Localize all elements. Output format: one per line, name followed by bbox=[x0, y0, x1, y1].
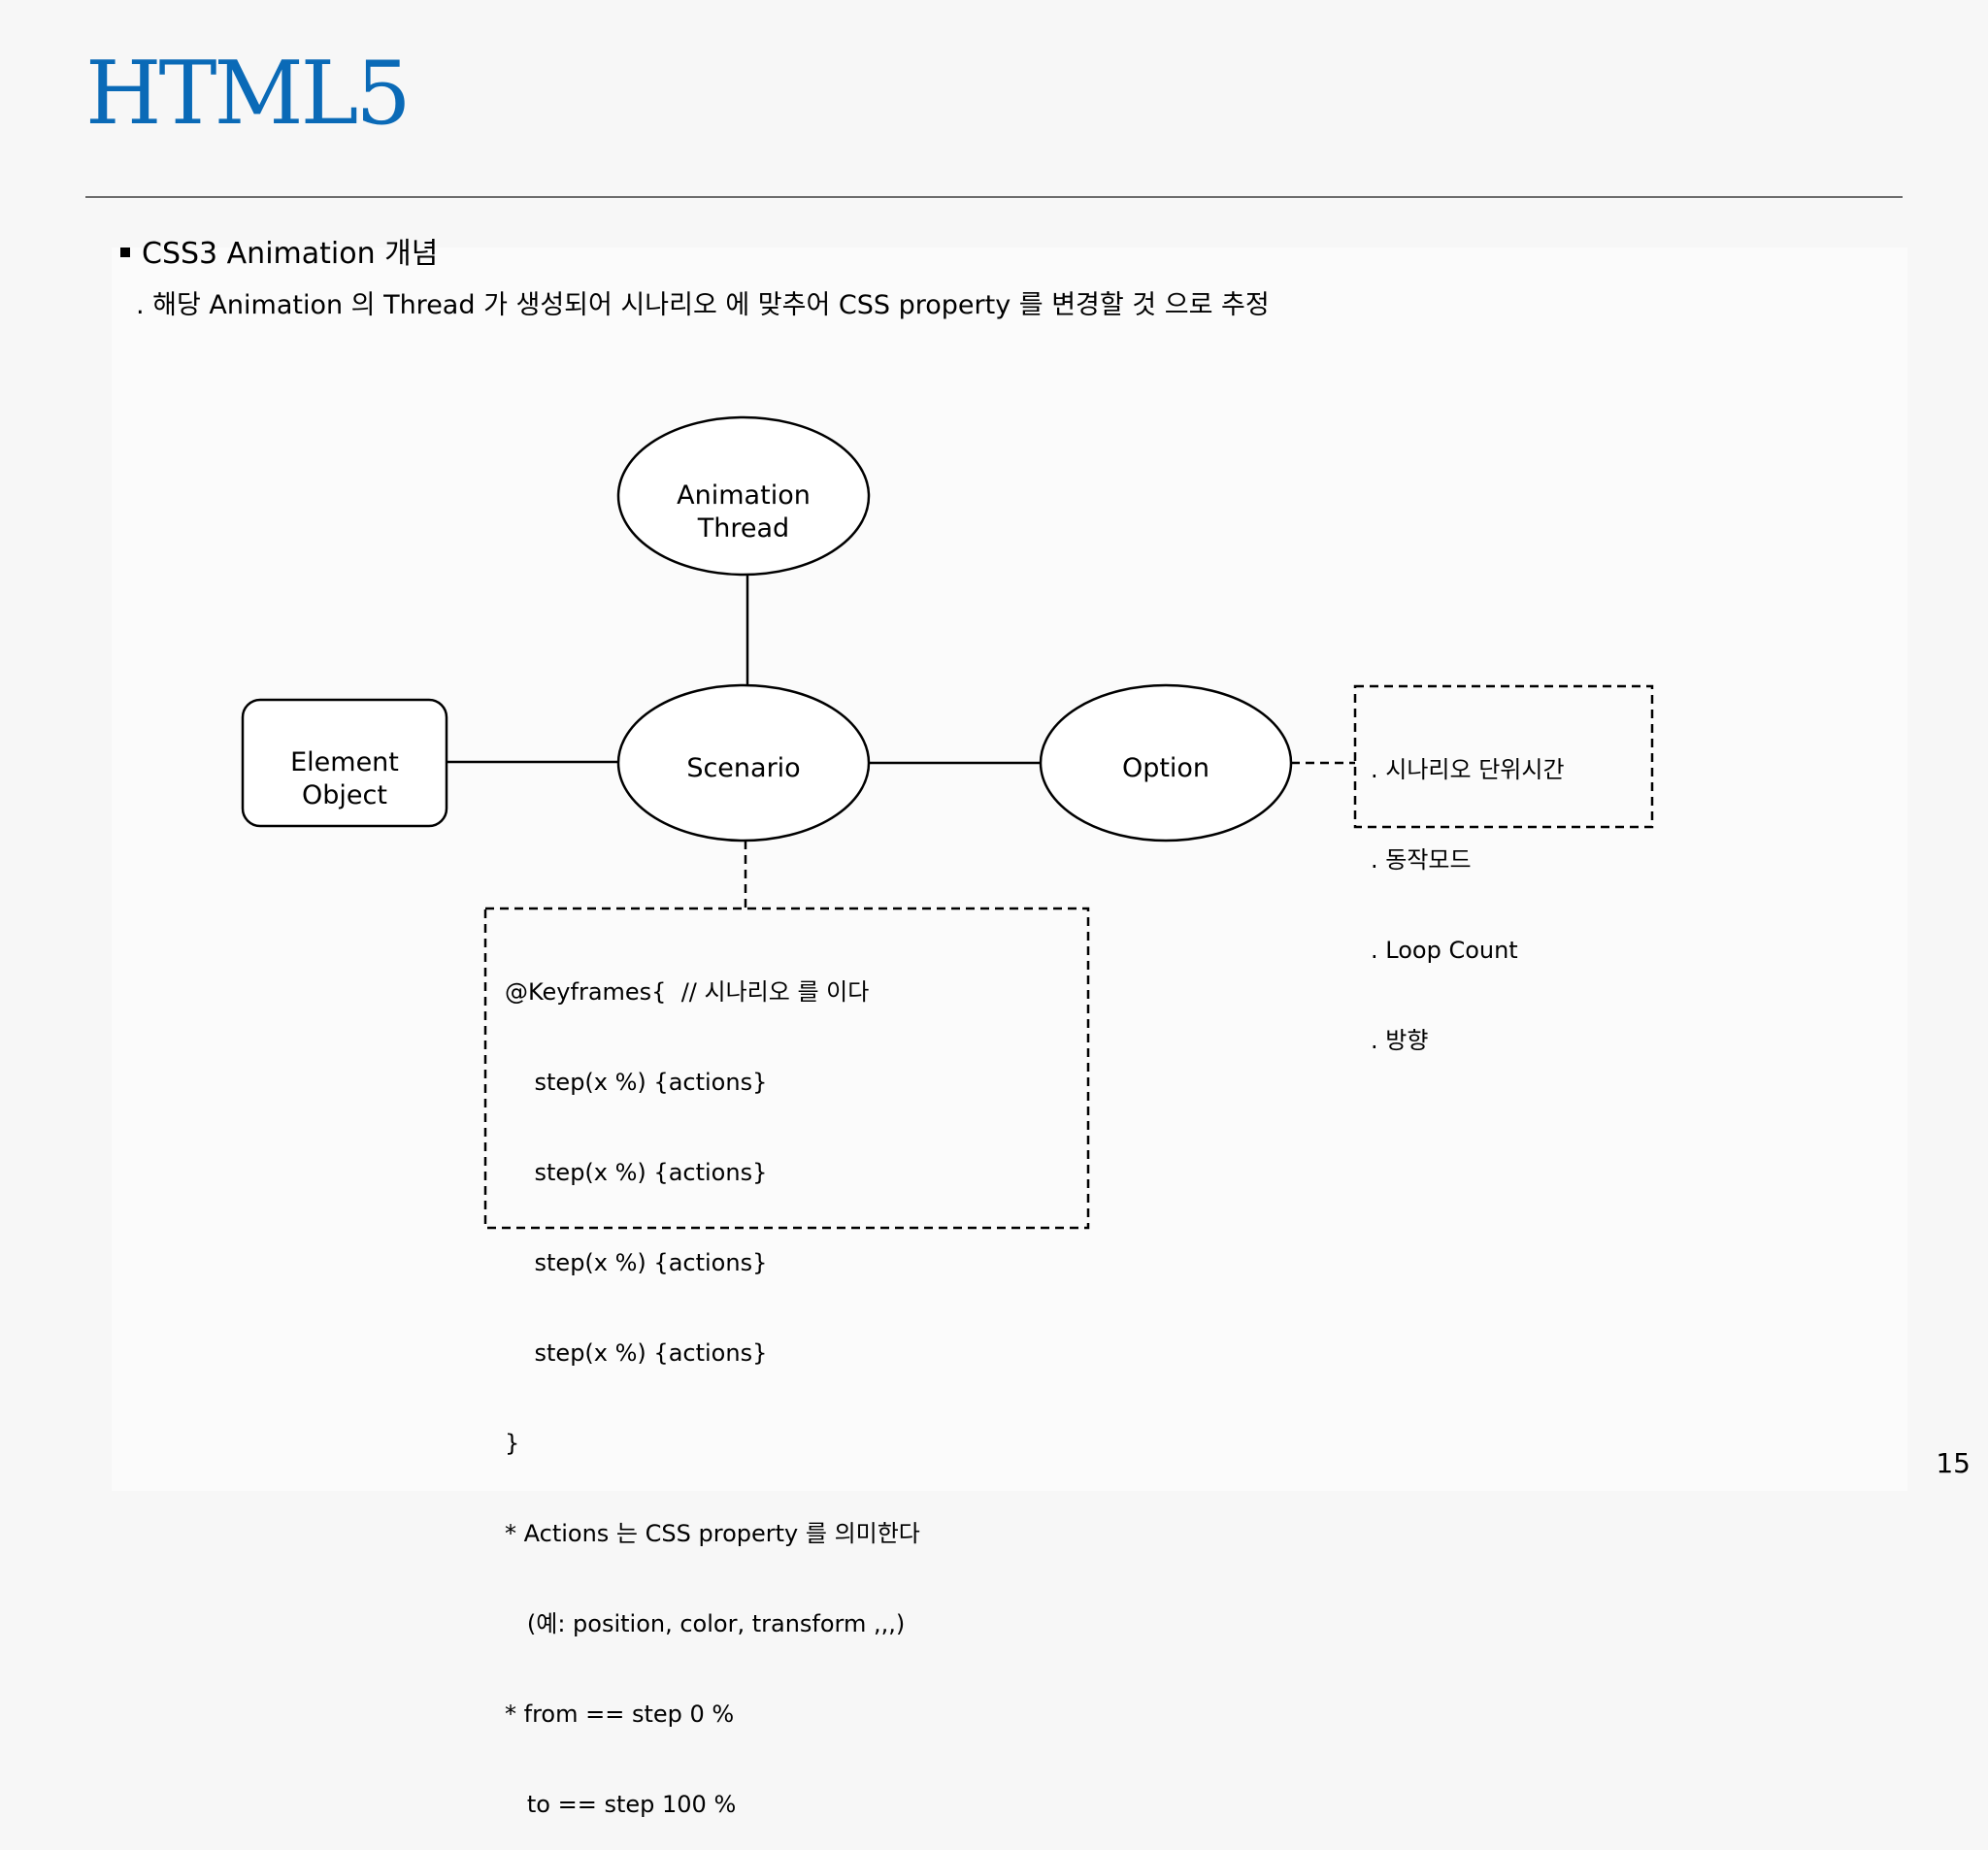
keyframes-note-box bbox=[483, 907, 1090, 1230]
keyframes-note: @Keyframes{ // 시나리오 를 이다 step(x %) {acti… bbox=[505, 917, 920, 1850]
keyframes-note-line: * from == step 0 % bbox=[505, 1701, 735, 1728]
slide-title: HTML5 bbox=[85, 43, 412, 145]
option-note-line: . 방향 bbox=[1371, 1027, 1429, 1054]
title-divider bbox=[85, 196, 1903, 198]
scenario-label: Scenario bbox=[686, 753, 801, 783]
keyframes-note-line: @Keyframes{ // 시나리오 를 이다 bbox=[505, 978, 870, 1006]
option-note-box bbox=[1353, 684, 1654, 829]
keyframes-note-line: step(x %) {actions} bbox=[505, 1339, 768, 1367]
element-object-line2: Object bbox=[302, 780, 387, 810]
option-note: . 시나리오 단위시간 . 동작모드 . Loop Count . 방향 bbox=[1371, 695, 1565, 1086]
bullet-text: CSS3 Animation 개념 bbox=[142, 237, 439, 271]
keyframes-note-line: * Actions 는 CSS property 를 의미한다 bbox=[505, 1520, 920, 1547]
animation-thread-line2: Thread bbox=[697, 513, 790, 544]
option-note-line: . 동작모드 bbox=[1371, 846, 1472, 874]
option-note-line: . Loop Count bbox=[1371, 937, 1518, 964]
option-note-line: . 시나리오 단위시간 bbox=[1371, 756, 1565, 783]
bullet-heading: CSS3 Animation 개념 bbox=[120, 237, 438, 272]
node-element-object bbox=[241, 698, 448, 828]
node-option bbox=[1039, 683, 1293, 842]
keyframes-note-line: step(x %) {actions} bbox=[505, 1159, 768, 1186]
keyframes-note-line: } bbox=[505, 1430, 520, 1457]
keyframes-note-line: to == step 100 % bbox=[505, 1791, 737, 1818]
element-object-line1: Element bbox=[290, 747, 399, 777]
content-area bbox=[112, 248, 1907, 1491]
keyframes-note-line: step(x %) {actions} bbox=[505, 1069, 768, 1096]
node-animation-thread bbox=[616, 415, 871, 577]
page-number: 15 bbox=[1936, 1447, 1971, 1479]
animation-thread-line1: Animation bbox=[677, 480, 811, 511]
square-bullet-icon bbox=[120, 247, 130, 257]
keyframes-note-line: step(x %) {actions} bbox=[505, 1249, 768, 1276]
node-scenario bbox=[616, 683, 871, 842]
keyframes-note-line: (예: position, color, transform ,,,) bbox=[505, 1610, 906, 1637]
concept-diagram bbox=[241, 415, 1654, 1230]
option-label: Option bbox=[1121, 753, 1210, 783]
sub-description: . 해당 Animation 의 Thread 가 생성되어 시나리오 에 맞추… bbox=[136, 290, 1270, 320]
animation-thread-label: Animation Thread bbox=[618, 479, 869, 545]
element-object-label: Element Object bbox=[243, 746, 447, 812]
